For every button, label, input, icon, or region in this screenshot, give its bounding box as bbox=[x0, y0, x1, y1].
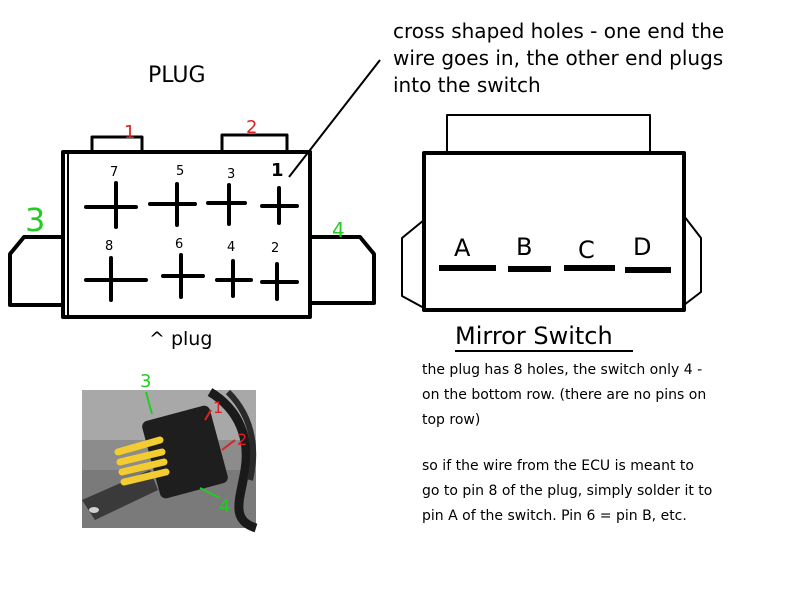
plug-cross-holes bbox=[84, 181, 299, 302]
pin-number-2: 2 bbox=[271, 241, 279, 256]
notes-line: pin A of the switch. Pin 6 = pin B, etc. bbox=[422, 508, 687, 524]
pin-number-8: 8 bbox=[105, 239, 113, 254]
notes-paragraph-1: the plug has 8 holes, the switch only 4 … bbox=[422, 358, 706, 433]
plug-title: PLUG bbox=[148, 63, 206, 88]
callout-line-2: wire goes in, the other end plugs bbox=[393, 46, 724, 70]
pin-number-3: 3 bbox=[227, 167, 235, 182]
notes-line: on the bottom row. (there are no pins on bbox=[422, 387, 707, 403]
plug-side-label-3: 3 bbox=[25, 201, 45, 239]
plug-tab-label-1: 1 bbox=[124, 122, 135, 143]
plug-caption: ^ plug bbox=[149, 328, 212, 350]
pin-number-5: 5 bbox=[176, 164, 184, 179]
switch-pin-A: A bbox=[454, 234, 471, 262]
photo-label-2: 2 bbox=[237, 430, 247, 449]
pin-number-7: 7 bbox=[110, 165, 118, 180]
switch-pin-B: B bbox=[516, 233, 532, 261]
switch-pin-D: D bbox=[633, 233, 651, 261]
notes-line: the plug has 8 holes, the switch only 4 … bbox=[422, 362, 703, 378]
switch-pin-bars bbox=[439, 265, 671, 273]
switch-pin-C: C bbox=[578, 236, 595, 264]
notes-line: top row) bbox=[422, 412, 481, 428]
plug-body bbox=[8, 133, 376, 319]
notes-line: go to pin 8 of the plug, simply solder i… bbox=[422, 483, 713, 499]
pin-number-4: 4 bbox=[227, 240, 235, 255]
plug-tab-label-2: 2 bbox=[246, 117, 257, 138]
callout-leader-line bbox=[288, 59, 381, 178]
notes-paragraph-2: so if the wire from the ECU is meant to … bbox=[422, 454, 712, 529]
switch-title: Mirror Switch bbox=[455, 322, 613, 350]
photo-label-4: 4 bbox=[219, 496, 230, 517]
connector-photo bbox=[82, 388, 258, 533]
notes-line: so if the wire from the ECU is meant to bbox=[422, 458, 694, 474]
pin-number-1: 1 bbox=[271, 160, 284, 181]
photo-label-3: 3 bbox=[140, 371, 151, 392]
callout-line-3: into the switch bbox=[393, 73, 541, 97]
photo-label-1: 1 bbox=[213, 398, 223, 417]
callout-text: cross shaped holes - one end the wire go… bbox=[393, 18, 724, 99]
switch-body bbox=[401, 114, 702, 312]
plug-side-label-4: 4 bbox=[332, 218, 345, 242]
pin-number-6: 6 bbox=[175, 237, 183, 252]
callout-line-1: cross shaped holes - one end the bbox=[393, 19, 725, 43]
